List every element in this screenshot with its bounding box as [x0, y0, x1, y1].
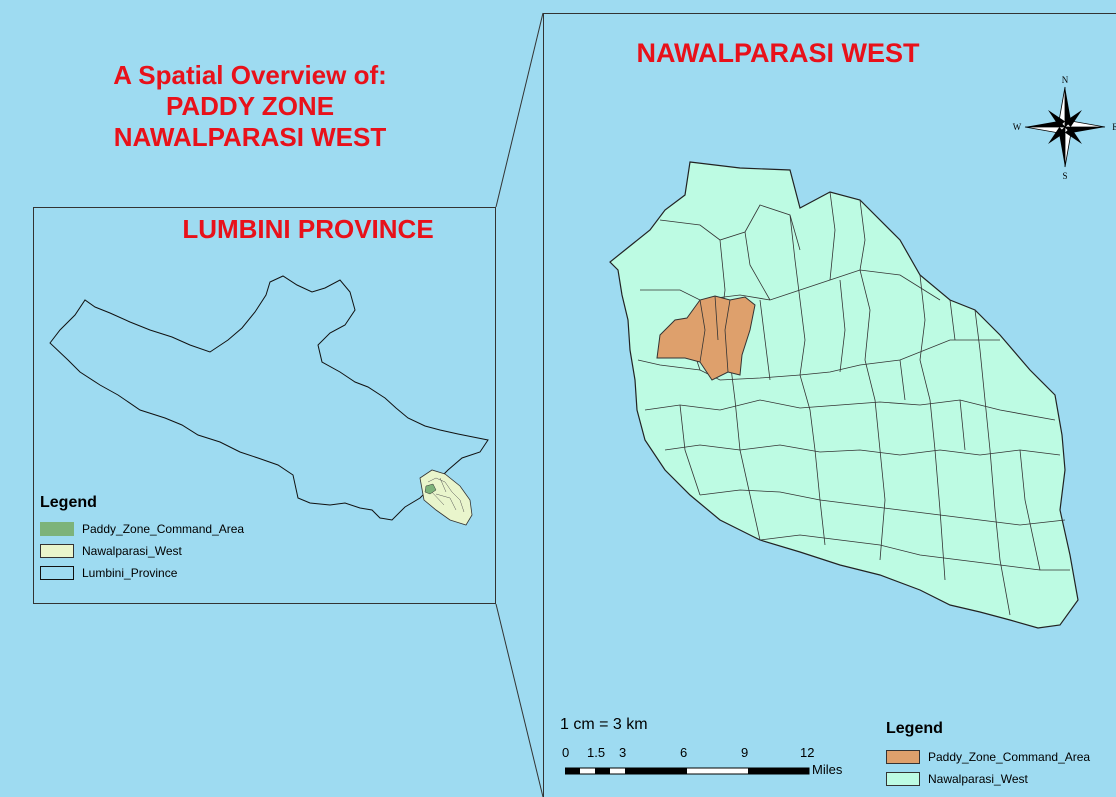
inset-legend-item-lumbini: Lumbini_Province	[40, 562, 340, 584]
scale-tick-3: 6	[680, 745, 688, 760]
compass-s: S	[1062, 171, 1067, 181]
inset-legend-title: Legend	[40, 494, 97, 511]
main-legend-title: Legend	[886, 720, 943, 737]
main-nawalparasi-swatch	[886, 772, 920, 786]
inset-legend-item-nawalparasi: Nawalparasi_West	[40, 540, 340, 562]
main-map-frame	[543, 13, 1116, 797]
scale-text: 1 cm = 3 km	[560, 716, 648, 733]
paddy-swatch	[40, 522, 74, 536]
scale-tick-5: 12	[800, 745, 815, 760]
municipality-boundaries	[637, 191, 1070, 616]
main-legend-label-nawalparasi: Nawalparasi_West	[928, 772, 1028, 786]
inset-legend: Legend Paddy_Zone_Command_Area Nawalpara…	[40, 494, 340, 584]
lumbini-swatch	[40, 566, 74, 580]
main-legend: Legend Paddy_Zone_Command_Area Nawalpara…	[886, 720, 1116, 790]
main-title-line-3: NAWALPARASI WEST	[113, 122, 387, 152]
paddy-zone-command-area	[656, 295, 756, 381]
scale-tick-1: 1.5	[587, 745, 606, 760]
main-paddy-swatch	[886, 750, 920, 764]
main-legend-item-paddy: Paddy_Zone_Command_Area	[886, 746, 1116, 768]
scale-unit: Miles	[812, 762, 843, 777]
main-legend-item-nawalparasi: Nawalparasi_West	[886, 768, 1116, 790]
inset-legend-label-lumbini: Lumbini_Province	[82, 566, 178, 580]
scale-tick-4: 9	[741, 745, 749, 760]
north-arrow-compass: N S E W	[1013, 75, 1116, 181]
compass-e: E	[1112, 122, 1116, 132]
inset-map-frame	[33, 207, 496, 604]
main-title-line-1: A Spatial Overview of:	[113, 60, 387, 90]
inset-map-title: LUMBINI PROVINCE	[182, 214, 434, 244]
main-map-title: NAWALPARASI WEST	[636, 38, 920, 68]
scale-tick-2: 3	[619, 745, 627, 760]
lumbini-province-outline	[49, 275, 489, 521]
paddy-zone-inset	[424, 483, 437, 495]
scale-bar: 0 1.5 3 6 9 12 Miles	[560, 745, 860, 785]
inset-legend-label-nawalparasi: Nawalparasi_West	[82, 544, 182, 558]
nawalparasi-swatch	[40, 544, 74, 558]
lumbini-province-map	[49, 275, 489, 526]
inset-legend-label-paddy: Paddy_Zone_Command_Area	[82, 522, 245, 536]
scale-tick-0: 0	[562, 745, 570, 760]
compass-n: N	[1062, 75, 1069, 85]
main-title: A Spatial Overview of: PADDY ZONE NAWALP…	[40, 60, 460, 153]
main-legend-label-paddy: Paddy_Zone_Command_Area	[928, 750, 1091, 764]
nawalparasi-west-boundary	[609, 161, 1079, 629]
compass-w: W	[1013, 122, 1022, 132]
inset-legend-item-paddy: Paddy_Zone_Command_Area	[40, 518, 340, 540]
main-title-line-2: PADDY ZONE	[165, 91, 335, 121]
scale-bar-graphic	[565, 767, 810, 775]
